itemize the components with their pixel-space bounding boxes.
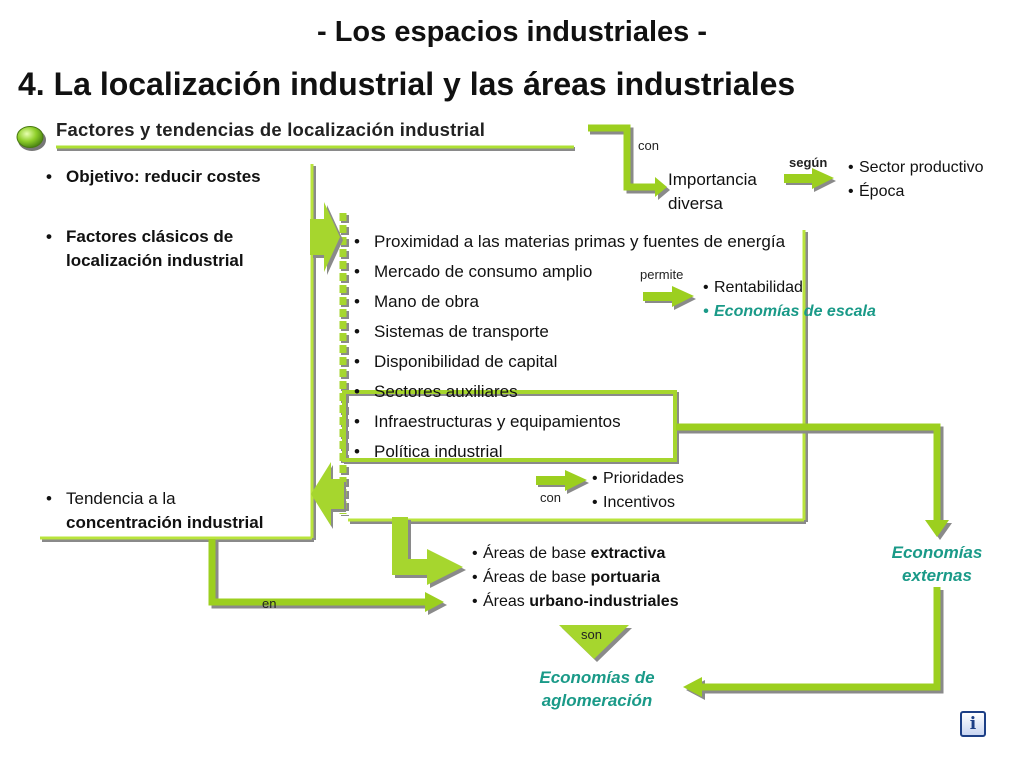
arrow-list-to-tendencia: [311, 462, 346, 529]
rentabilidad-item: Rentabilidad: [703, 276, 923, 300]
factor-item: Mercado de consumo amplio: [352, 260, 792, 290]
importancia-item: Sector productivo: [848, 156, 1018, 180]
importancia-items: Sector productivo Época: [848, 156, 1018, 204]
connector-permite: permite: [640, 267, 684, 282]
importancia-label: Importancia diversa: [668, 168, 788, 216]
importancia-line2: diversa: [668, 194, 723, 213]
economias-externas-line2: externas: [902, 566, 972, 585]
factor-item: Disponibilidad de capital: [352, 350, 792, 380]
tendencia-line2: concentración industrial: [66, 513, 264, 532]
politica-items: Prioridades Incentivos: [592, 467, 732, 515]
connector-con-politica: con: [540, 490, 561, 505]
economias-aglomeracion-line2: aglomeración: [541, 691, 653, 710]
economias-externas-label: Economías externas: [862, 541, 1012, 587]
arrow-to-aglomeracion: [559, 625, 632, 662]
factor-item: Proximidad a las materias primas y fuent…: [352, 230, 792, 254]
area-item: Áreas de base extractiva: [472, 542, 762, 566]
section-bullet-icon: [16, 126, 46, 151]
arrow-to-prioridades: [536, 470, 589, 494]
arrow-tendencia-to-areas: [208, 539, 447, 615]
importancia-item: Época: [848, 180, 1018, 204]
connector-son: son: [581, 627, 602, 642]
factor-item: Sistemas de transporte: [352, 320, 792, 350]
factors-chain-border: [339, 213, 349, 516]
objetivo-item: Objetivo: reducir costes: [44, 165, 304, 189]
arrow-factores-to-list: [310, 202, 343, 275]
area-item: Áreas urbano-industriales: [472, 590, 762, 614]
connector-en: en: [262, 596, 277, 611]
factors-list: Proximidad a las materias primas y fuent…: [352, 230, 792, 470]
arrow-to-areas: [392, 517, 466, 588]
info-button[interactable]: i: [960, 711, 986, 737]
factor-item: Política industrial: [352, 440, 792, 470]
politica-item: Incentivos: [592, 491, 732, 515]
left-column-list: Objetivo: reducir costes: [44, 165, 304, 189]
rentabilidad-items: Rentabilidad Economías de escala: [703, 276, 923, 324]
economias-aglomeracion-label: Economías de aglomeración: [522, 666, 672, 712]
factores-clasicos-line2: localización industrial: [66, 251, 244, 270]
economias-escala-item: Economías de escala: [703, 300, 923, 324]
factores-clasicos-item: Factores clásicos de localización indust…: [44, 225, 304, 273]
arrow-to-sector: [784, 168, 836, 192]
tendencia-line1: Tendencia a la: [66, 489, 176, 508]
arrow-externas-to-aglomeracion: [683, 587, 944, 700]
connector-segun: según: [789, 155, 828, 170]
page-subtitle: 4. La localización industrial y las área…: [18, 66, 796, 102]
factor-item: Sectores auxiliares: [352, 380, 792, 410]
arrow-to-importancia: [588, 124, 670, 200]
economias-aglomeracion-line1: Economías de: [539, 668, 655, 687]
importancia-line1: Importancia: [668, 170, 757, 189]
factor-item: Mano de obra: [352, 290, 792, 320]
politica-item: Prioridades: [592, 467, 732, 491]
economias-externas-line1: Economías: [891, 543, 983, 562]
areas-list: Áreas de base extractiva Áreas de base p…: [472, 542, 762, 614]
area-item: Áreas de base portuaria: [472, 566, 762, 590]
section-title-underline: [56, 145, 575, 151]
factor-item: Infraestructuras y equipamientos: [352, 410, 792, 440]
factores-clasicos-line1: Factores clásicos de: [66, 227, 234, 246]
page-title: - Los espacios industriales -: [317, 16, 707, 48]
left-column-bracket: [40, 164, 316, 542]
section-title: Factores y tendencias de localización in…: [56, 119, 486, 140]
tendencia-item: Tendencia a la concentración industrial: [44, 487, 304, 535]
connector-con-importancia: con: [638, 138, 659, 153]
